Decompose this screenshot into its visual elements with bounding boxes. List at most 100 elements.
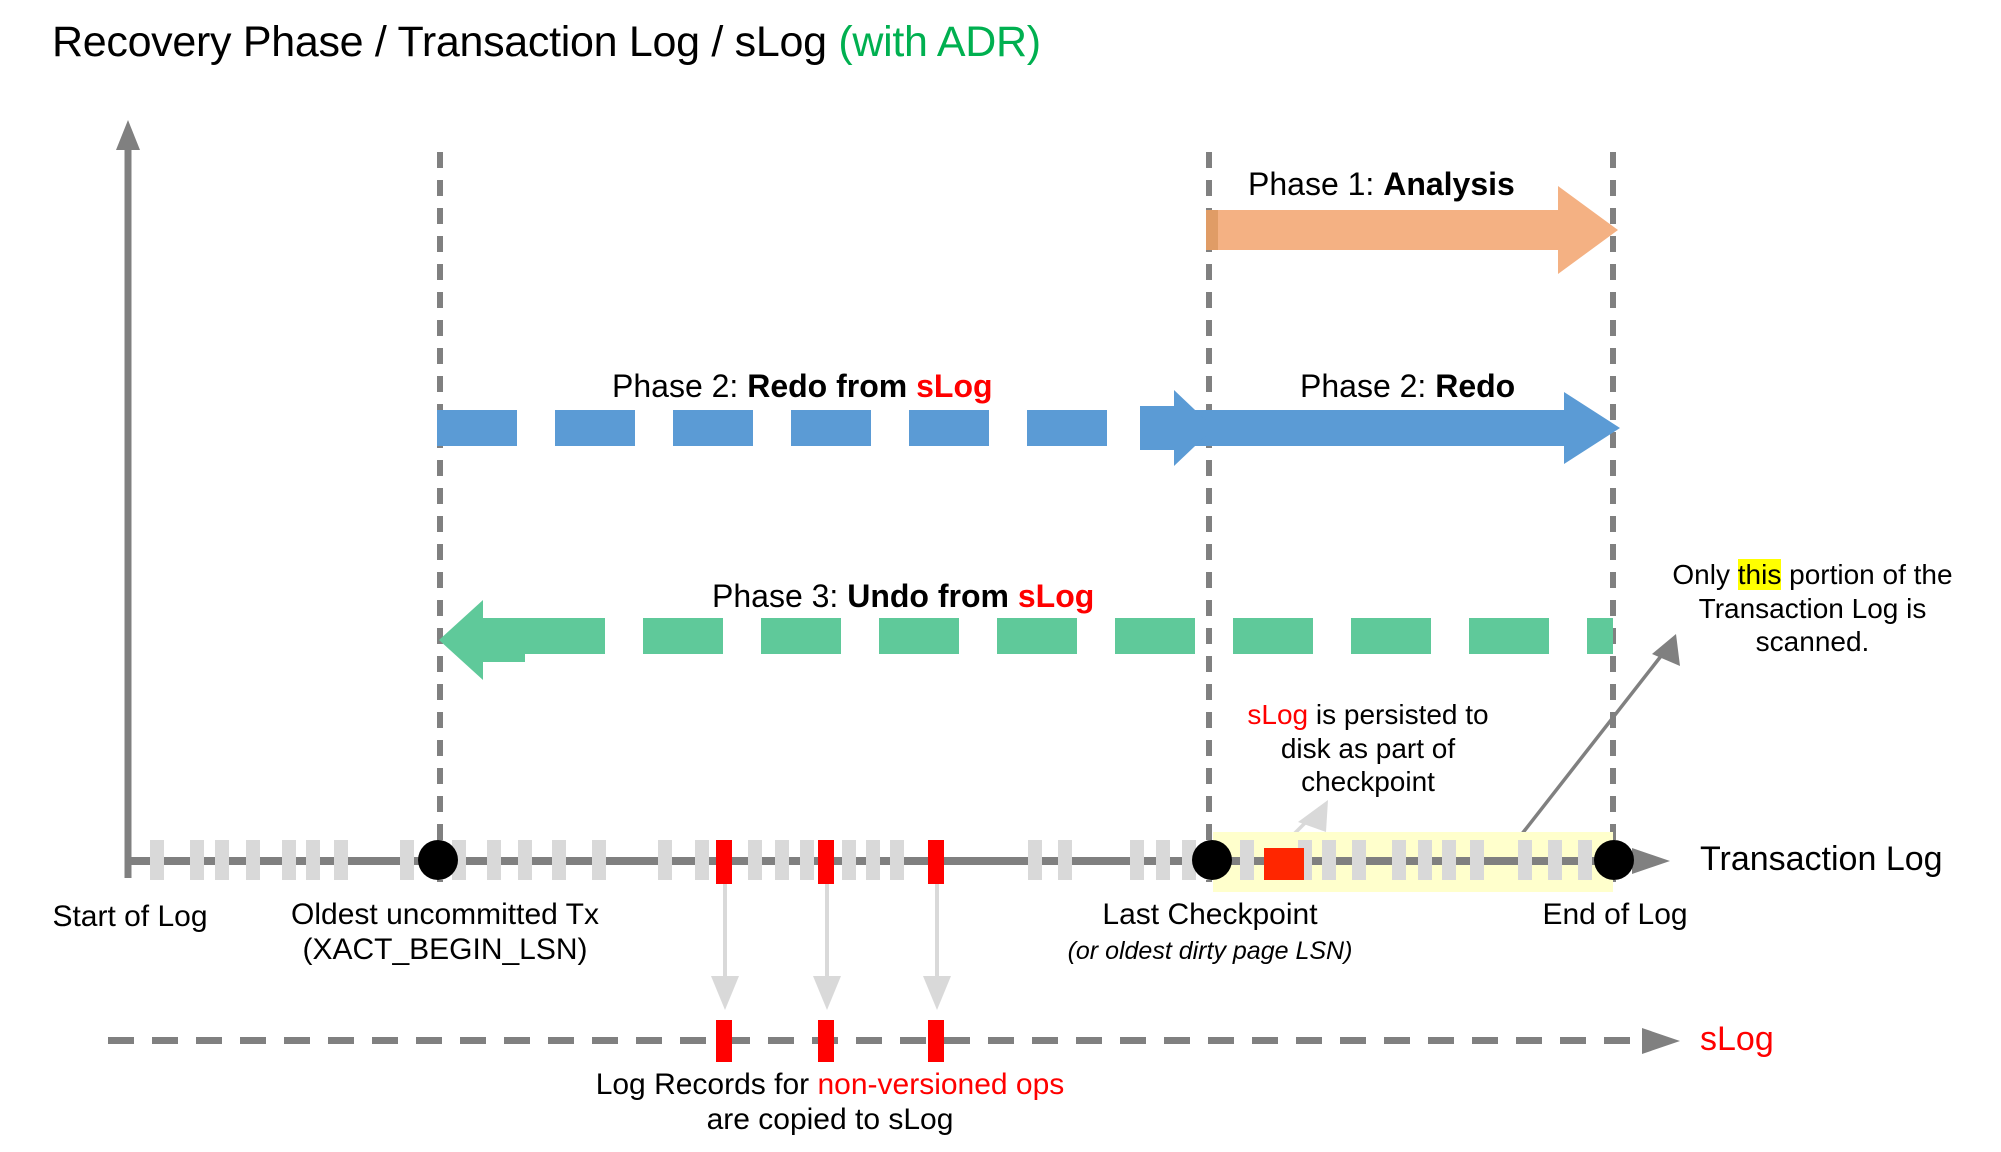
- log-tick: [1130, 840, 1144, 880]
- phase2-slog-accent: sLog: [916, 368, 993, 404]
- log-tick: [775, 840, 789, 880]
- nonversioned-log-record: [818, 840, 834, 884]
- phase1-name: Analysis: [1383, 166, 1515, 202]
- marker-label-xact-begin: Oldest uncommitted Tx (XACT_BEGIN_LSN): [255, 898, 635, 968]
- log-tick: [150, 840, 164, 880]
- start-of-log-text: Start of Log: [52, 900, 208, 933]
- log-tick: [695, 840, 709, 880]
- log-tick: [1392, 840, 1406, 880]
- phase2-redo-label: Phase 2: Redo: [1300, 368, 1515, 405]
- slog-axis-line: [108, 1037, 1648, 1044]
- phase3-undo-accent: sLog: [1017, 578, 1095, 614]
- page-title-main: Recovery Phase / Transaction Log / sLog: [52, 18, 839, 66]
- log-tick: [800, 840, 814, 880]
- log-tick: [190, 840, 204, 880]
- log-tick: [1548, 840, 1562, 880]
- log-tick: [1418, 840, 1432, 880]
- slog-checkpoint-note: sLog is persisted to disk as part of che…: [1218, 698, 1518, 799]
- page-title: Recovery Phase / Transaction Log / sLog …: [52, 18, 1041, 67]
- log-tick: [1182, 840, 1196, 880]
- log-tick: [1322, 840, 1336, 880]
- log-tick: [1156, 840, 1170, 880]
- phase2-slog-label: Phase 2: Redo from sLog: [612, 368, 993, 405]
- end-of-log-text: End of Log: [1542, 898, 1688, 931]
- scanned-note-highlight: this: [1737, 559, 1782, 590]
- log-tick: [1240, 840, 1254, 880]
- phase2-redo-arrow: [1206, 392, 1620, 464]
- guide-line-xact-begin: [437, 152, 443, 882]
- scanned-portion-pointer-arrow: [1498, 634, 1680, 864]
- nonversioned-log-record: [716, 840, 732, 884]
- xact-begin-text: Oldest uncommitted Tx: [291, 898, 599, 931]
- slog-caption-prefix: Log Records for: [595, 1068, 818, 1101]
- phase3-undo-name: Undo from: [847, 578, 1018, 614]
- phase3-undo-label: Phase 3: Undo from sLog: [712, 578, 1094, 615]
- slog-axis-arrowhead: [1642, 1028, 1680, 1054]
- copy-to-slog-arrow: [711, 884, 739, 1010]
- slog-note-line1-rest: is persisted to: [1308, 699, 1489, 730]
- log-tick: [1028, 840, 1042, 880]
- log-tick: [1352, 840, 1366, 880]
- log-tick: [748, 840, 762, 880]
- transaction-log-axis-arrowhead: [1632, 848, 1670, 874]
- copy-to-slog-arrow: [923, 884, 951, 1010]
- marker-dot-xact-begin: [418, 840, 458, 880]
- scanned-note-line1a: Only: [1672, 559, 1738, 590]
- phase2-redo-from-slog-arrowhead: [1140, 390, 1214, 466]
- log-tick: [552, 840, 566, 880]
- phase1-analysis-arrow: [1206, 186, 1618, 274]
- nonversioned-log-record: [928, 840, 944, 884]
- scanned-note-line2: Transaction Log is scanned.: [1698, 592, 1927, 658]
- log-tick: [842, 840, 856, 880]
- slog-caption-accent: non-versioned ops: [817, 1068, 1065, 1101]
- log-tick: [890, 840, 904, 880]
- slog-note-accent: sLog: [1247, 699, 1309, 730]
- slog-caption: Log Records for non-versioned ops are co…: [545, 1068, 1115, 1138]
- log-tick: [282, 840, 296, 880]
- phase1-label: Phase 1: Analysis: [1248, 166, 1515, 203]
- log-tick: [518, 840, 532, 880]
- log-tick: [334, 840, 348, 880]
- slog-record: [716, 1020, 732, 1062]
- transaction-log-axis-label: Transaction Log: [1700, 840, 1943, 878]
- slog-note-line2: disk as part of: [1280, 732, 1456, 764]
- log-tick: [400, 840, 414, 880]
- phase1-prefix: Phase 1:: [1248, 166, 1384, 202]
- marker-dot-end-of-log: [1594, 840, 1634, 880]
- xact-begin-sub: (XACT_BEGIN_LSN): [302, 932, 588, 966]
- log-tick: [658, 840, 672, 880]
- phase2-slog-prefix: Phase 2:: [612, 368, 748, 404]
- log-tick: [487, 840, 501, 880]
- transaction-log-axis-line: [128, 857, 1648, 865]
- checkpoint-text: Last Checkpoint: [1102, 898, 1318, 931]
- log-tick: [1578, 840, 1592, 880]
- guide-line-checkpoint: [1206, 152, 1212, 882]
- phase3-undo-prefix: Phase 3:: [712, 578, 848, 614]
- log-tick: [1518, 840, 1532, 880]
- scanned-portion-note: Only this portion of the Transaction Log…: [1640, 558, 1985, 659]
- guide-line-end-of-log: [1610, 152, 1616, 882]
- phase2-redo-from-slog-arrow: [437, 410, 1207, 446]
- slog-axis-label: sLog: [1700, 1020, 1774, 1058]
- slog-caption-suffix: are copied to sLog: [706, 1102, 954, 1136]
- log-tick: [1442, 840, 1456, 880]
- log-tick: [306, 840, 320, 880]
- log-tick: [1470, 840, 1484, 880]
- slog-persist-block: [1264, 848, 1304, 880]
- page-title-suffix: (with ADR): [838, 18, 1041, 66]
- log-tick: [1058, 840, 1072, 880]
- log-tick: [592, 840, 606, 880]
- marker-dot-checkpoint: [1192, 840, 1232, 880]
- slog-record: [928, 1020, 944, 1062]
- phase2-redo-name: Redo: [1435, 368, 1516, 404]
- scanned-note-line1b: portion of the: [1781, 559, 1953, 590]
- phase2-redo-prefix: Phase 2:: [1300, 368, 1436, 404]
- phase2-slog-name: Redo from: [747, 368, 917, 404]
- phase3-undo-arrowhead: [439, 600, 525, 680]
- checkpoint-sub: (or oldest dirty page LSN): [1067, 936, 1353, 965]
- phase3-undo-arrow-shaft: [525, 618, 1613, 654]
- copy-to-slog-arrow: [813, 884, 841, 1010]
- y-axis-arrow: [116, 120, 140, 878]
- log-tick: [215, 840, 229, 880]
- slog-record: [818, 1020, 834, 1062]
